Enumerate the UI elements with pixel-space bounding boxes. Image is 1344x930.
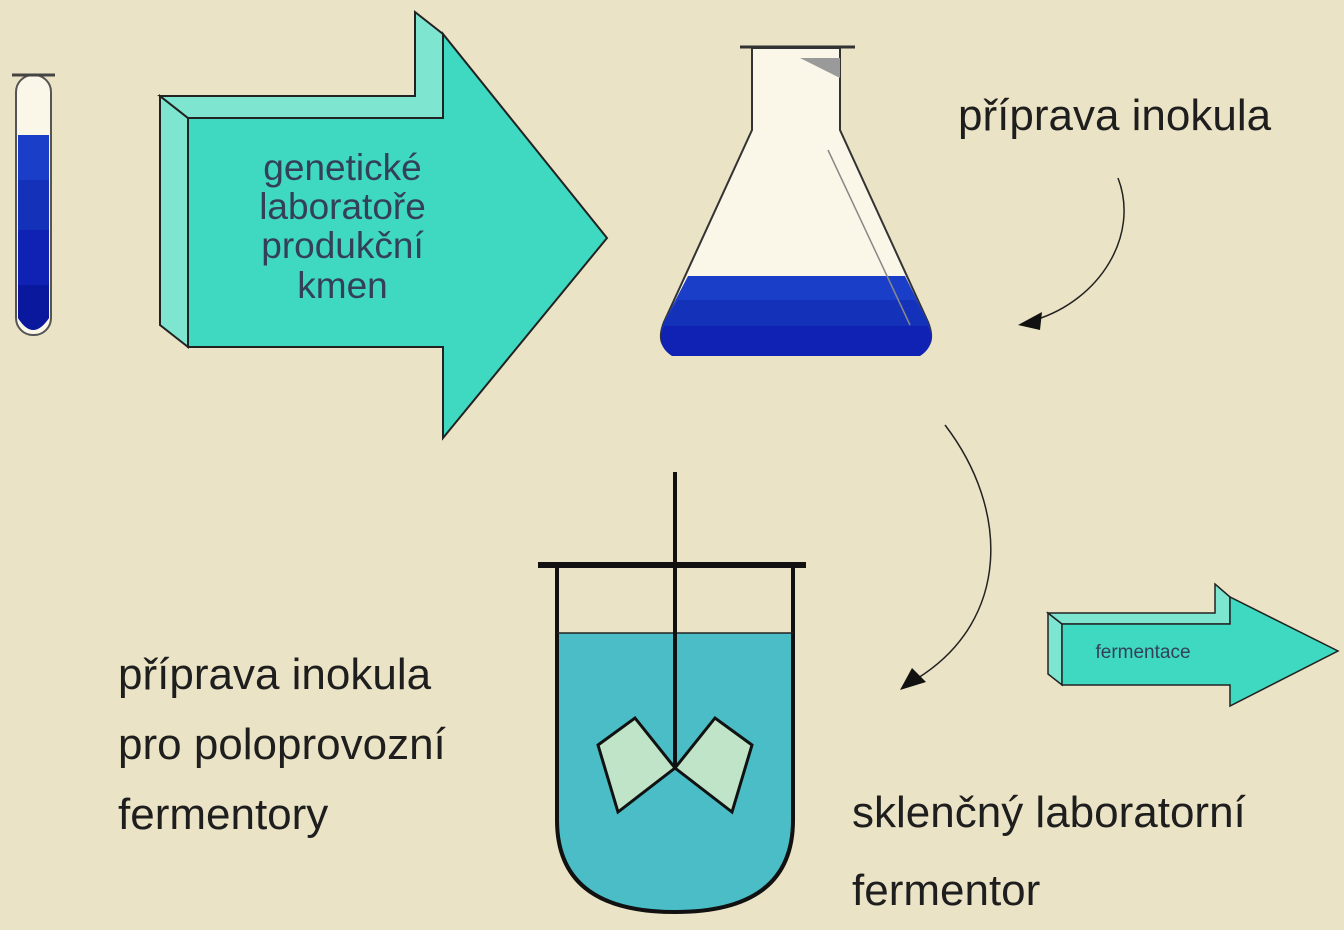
big-arrow-line-3: produkční <box>261 225 424 267</box>
big-arrow-line-4: kmen <box>297 264 388 306</box>
label-bottom-right-line-1: sklenčný laboratorní <box>852 788 1246 837</box>
small-arrow-label: fermentace <box>1095 642 1191 663</box>
big-arrow-line-2: laboratoře <box>259 186 426 228</box>
curved-arrow-top <box>1018 177 1125 330</box>
erlenmeyer-flask-icon <box>659 45 933 356</box>
curved-arrow-middle <box>900 424 992 690</box>
label-bottom-left-line-2: pro poloprovozní <box>118 720 446 769</box>
small-arrow-icon <box>1045 582 1340 708</box>
big-arrow-line-1: genetické <box>263 147 422 188</box>
test-tube-icon <box>12 73 55 336</box>
fermentor-icon <box>538 472 806 915</box>
big-arrow-label: genetické laboratoře produkční kmen <box>205 148 480 305</box>
label-bottom-left: příprava inokula pro poloprovozní fermen… <box>118 640 446 850</box>
label-top-right: příprava inokula <box>958 91 1272 140</box>
label-bottom-right-line-2: fermentor <box>852 866 1041 915</box>
label-bottom-left-line-3: fermentory <box>118 790 329 839</box>
big-arrow-icon <box>157 9 609 441</box>
label-bottom-left-line-1: příprava inokula <box>118 650 432 699</box>
label-bottom-right: sklenčný laboratorní fermentor <box>852 774 1246 930</box>
